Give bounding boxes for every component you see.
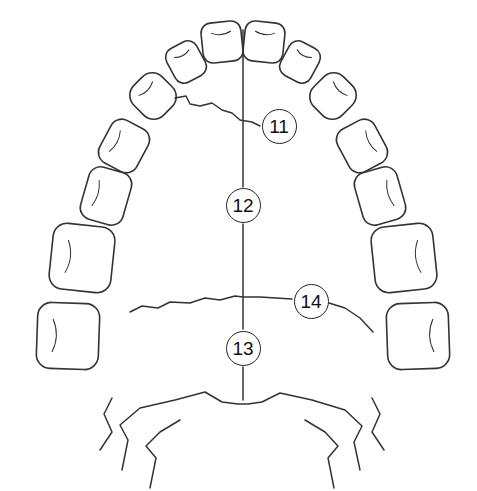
tooth xyxy=(48,222,117,294)
callout-number: 12 xyxy=(232,196,253,215)
callout-circle: 14 xyxy=(294,284,329,319)
callout-number: 13 xyxy=(232,339,253,358)
callout-circle: 13 xyxy=(226,331,261,366)
tooth-groove xyxy=(296,50,312,60)
tooth-crown xyxy=(276,37,324,87)
tooth-crown xyxy=(386,302,450,370)
tooth-crown xyxy=(124,67,182,125)
midpalatal-suture xyxy=(242,30,244,187)
tooth-groove xyxy=(429,319,434,352)
tooth xyxy=(77,164,134,228)
bone-edge xyxy=(146,420,180,488)
tooth-crown xyxy=(200,20,244,64)
callout-number: 11 xyxy=(269,117,289,136)
tooth-crown xyxy=(242,20,286,64)
callout-number: 14 xyxy=(300,292,321,311)
tooth-groove xyxy=(414,240,421,273)
teeth xyxy=(36,20,450,370)
tooth-crown xyxy=(304,67,362,125)
tooth xyxy=(162,37,210,87)
tooth-groove xyxy=(52,319,57,352)
tooth-crown xyxy=(48,222,117,294)
tooth xyxy=(36,302,100,370)
tooth xyxy=(276,37,324,87)
bone-edge xyxy=(100,398,112,450)
tooth-groove xyxy=(211,31,231,36)
tooth-groove xyxy=(92,180,102,207)
tooth-groove xyxy=(109,130,123,152)
tooth xyxy=(304,67,362,125)
tooth-groove xyxy=(139,82,155,98)
tooth-groove xyxy=(255,31,275,36)
tooth-groove xyxy=(174,50,190,60)
tooth xyxy=(200,20,244,64)
callout-circle: 11 xyxy=(262,109,297,144)
palate-lines xyxy=(100,30,384,488)
tooth xyxy=(370,222,439,294)
leader-line xyxy=(329,303,373,332)
tooth-groove xyxy=(331,82,347,98)
bone-edge xyxy=(305,420,338,488)
tooth-crown xyxy=(351,164,408,228)
tooth-groove xyxy=(65,240,72,273)
tooth xyxy=(242,20,286,64)
tooth-groove xyxy=(384,180,394,207)
tooth-crown xyxy=(370,222,439,294)
transverse-palatine-suture xyxy=(130,296,292,312)
incisive-suture xyxy=(175,96,260,126)
callout-circle: 12 xyxy=(226,188,261,223)
midpalatal-suture xyxy=(242,367,244,400)
bone-edge xyxy=(372,398,384,450)
tooth xyxy=(386,302,450,370)
tooth-crown xyxy=(77,164,134,228)
tooth-crown xyxy=(36,302,100,370)
tooth xyxy=(351,164,408,228)
tooth-groove xyxy=(363,130,377,152)
midpalatal-suture xyxy=(242,224,244,329)
tooth xyxy=(124,67,182,125)
tooth-crown xyxy=(162,37,210,87)
